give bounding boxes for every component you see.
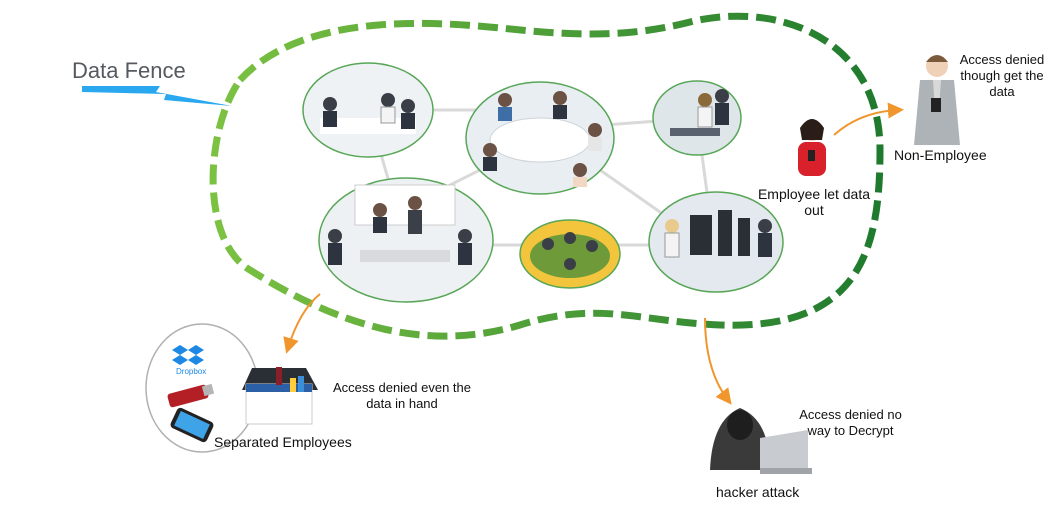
non-employee-label: Non-Employee xyxy=(894,147,987,163)
businessman-icon xyxy=(914,55,960,145)
separated-status: Access denied even the data in hand xyxy=(332,380,472,411)
arrow-leaker-to-nonemployee xyxy=(833,102,904,136)
woman-with-phone-icon xyxy=(798,119,826,176)
dropbox-label: Dropbox xyxy=(176,367,207,376)
hacker-label: hacker attack xyxy=(716,484,800,500)
photo-node-computer-lab xyxy=(648,191,784,293)
employee-with-box-icon xyxy=(242,367,318,425)
usb-drive-icon xyxy=(167,383,215,408)
non-employee-status: Access denied though get the data xyxy=(959,52,1045,99)
hacker-laptop-icon xyxy=(710,408,812,474)
leaker-label: Employee let data out xyxy=(757,186,871,218)
dropbox-icon xyxy=(172,345,204,365)
photo-node-meeting-room xyxy=(302,62,434,158)
lightning-bolt-icon xyxy=(82,86,232,106)
photo-node-lounge xyxy=(519,219,621,289)
data-fence-boundary xyxy=(209,12,884,340)
smartphone-icon xyxy=(170,407,214,443)
hacker-status: Access denied no way to Decrypt xyxy=(799,407,902,438)
diagram-title: Data Fence xyxy=(72,58,186,83)
arrow-fence-to-hacker xyxy=(704,317,732,405)
photo-node-office-desk xyxy=(652,80,742,156)
separated-label: Separated Employees xyxy=(214,434,352,450)
arrow-fence-to-separated xyxy=(283,293,321,354)
photo-node-presentation xyxy=(318,177,494,303)
photo-node-boardroom-table xyxy=(465,81,615,195)
